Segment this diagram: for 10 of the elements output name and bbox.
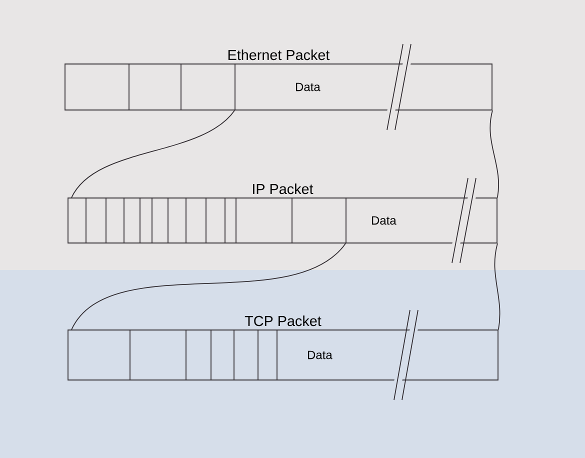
- connector-curve: [494, 243, 500, 330]
- node-label: Ethernet Packet: [228, 50, 330, 60]
- data-field: Data: [234, 64, 320, 110]
- connector-curve: [71, 243, 346, 330]
- connector-curve: [71, 110, 235, 198]
- data-field: Data: [346, 198, 396, 244]
- node-label: TCP Packet: [244, 316, 322, 326]
- connector-curve: [490, 110, 499, 198]
- node-label: IP Packet: [253, 184, 314, 194]
- data-field: Data: [276, 330, 332, 380]
